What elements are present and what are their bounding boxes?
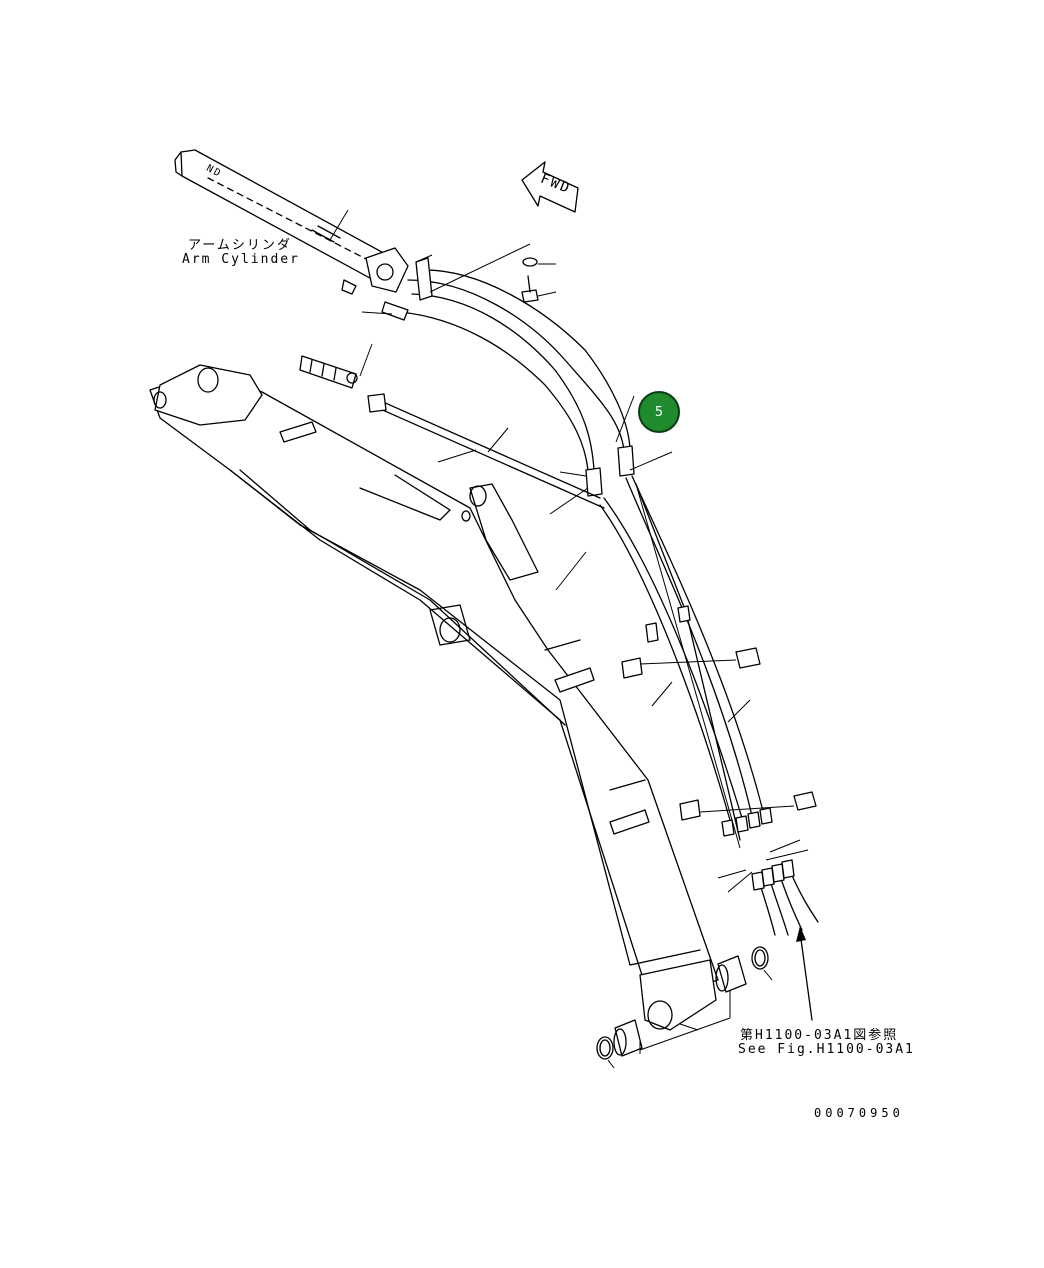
fwd-arrow <box>521 161 579 213</box>
leader-lines <box>329 209 809 1069</box>
arm-cylinder-label-jp: アームシリンダ <box>188 238 292 253</box>
boom <box>149 364 719 1031</box>
see-fig-label-en: See Fig.H1100-03A1 <box>738 1042 915 1057</box>
reference-arrow <box>796 926 813 1021</box>
arm-cylinder <box>174 149 409 295</box>
bolt-washer <box>521 257 539 303</box>
boom-side-hoses <box>599 475 817 841</box>
callout-badge-5[interactable]: 5 <box>638 391 680 433</box>
bushings-and-rings <box>596 946 769 1060</box>
lower-hose-ends <box>751 859 819 936</box>
see-fig-label-jp: 第H1100-03A1図参照 <box>740 1028 899 1043</box>
rigid-pipe <box>367 393 605 509</box>
drawing-number: 00070950 <box>814 1106 904 1120</box>
upper-hoses <box>381 257 635 497</box>
arm-cylinder-label-en: Arm Cylinder <box>182 252 300 267</box>
fitting-set <box>299 355 358 389</box>
